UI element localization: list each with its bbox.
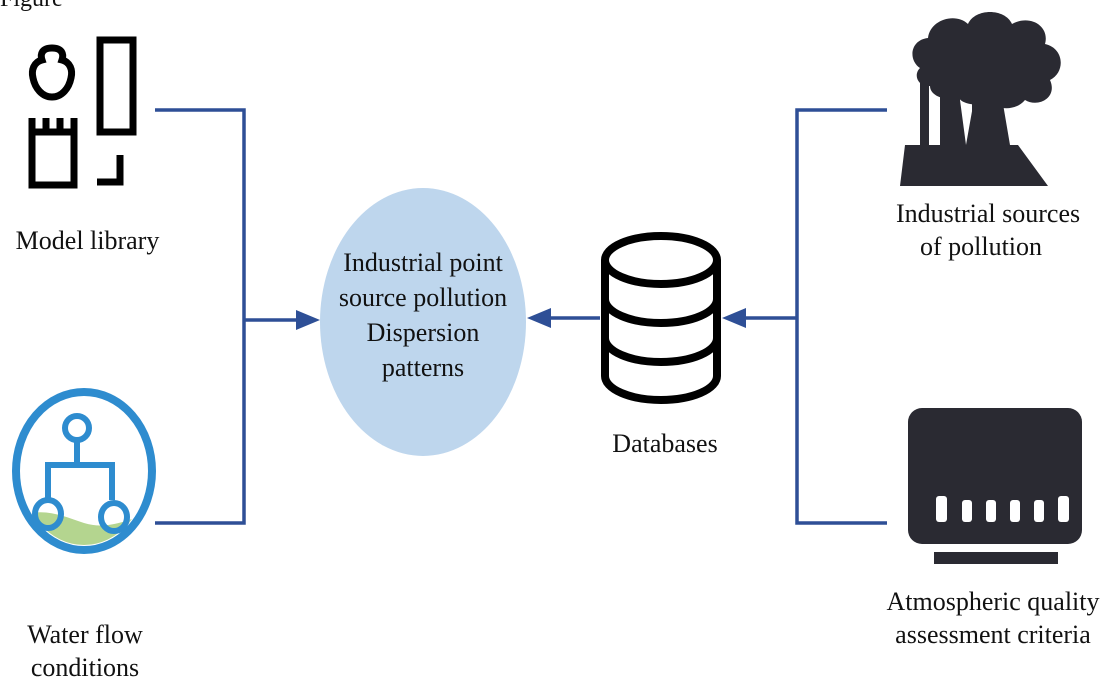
- arrowhead-into-center: [296, 310, 320, 330]
- arrowhead-into-databases: [722, 308, 746, 328]
- left-connectors: [155, 108, 302, 525]
- figure-title-fragment: Figure: [0, 0, 63, 12]
- right-connectors: [742, 108, 887, 525]
- industrial-sources-label: Industrial sources of pollution: [896, 197, 1081, 263]
- databases-label: Databases: [612, 429, 718, 458]
- atmospheric-criteria-label-line-2: assessment criteria: [895, 620, 1091, 649]
- connector-model-library: [155, 108, 246, 320]
- center-node-label: Industrial point source pollution Disper…: [320, 245, 526, 385]
- atmospheric-criteria-label-line-1: Atmospheric quality: [886, 587, 1100, 616]
- connector-industrial-sources: [795, 108, 887, 318]
- connector-water-flow: [155, 320, 246, 525]
- industrial-sources-label-line-1: Industrial sources: [896, 199, 1081, 228]
- water-flow-label-line-2: conditions: [30, 653, 140, 682]
- center-label-line-2: source pollution: [338, 283, 508, 312]
- connector-atmospheric-criteria: [795, 318, 887, 525]
- center-label-line-1: Industrial point: [343, 248, 503, 277]
- model-library-icon: [28, 36, 137, 189]
- factory-icon: [900, 12, 1061, 186]
- atmospheric-criteria-label: Atmospheric quality assessment criteria: [886, 585, 1100, 651]
- water-flow-icon: [12, 388, 156, 554]
- industrial-sources-label-line-2: of pollution: [919, 232, 1043, 261]
- arrowhead-databases-to-center: [527, 308, 551, 328]
- center-label-line-4: patterns: [381, 353, 465, 382]
- center-label-line-3: Dispersion: [366, 318, 480, 347]
- model-library-label: Model library: [15, 226, 160, 255]
- database-icon: [601, 232, 721, 404]
- water-flow-label-line-1: Water flow: [27, 620, 143, 649]
- air-quality-monitor-icon: [908, 408, 1082, 564]
- water-flow-label: Water flow conditions: [0, 618, 170, 684]
- center-node-ellipse: [320, 188, 526, 456]
